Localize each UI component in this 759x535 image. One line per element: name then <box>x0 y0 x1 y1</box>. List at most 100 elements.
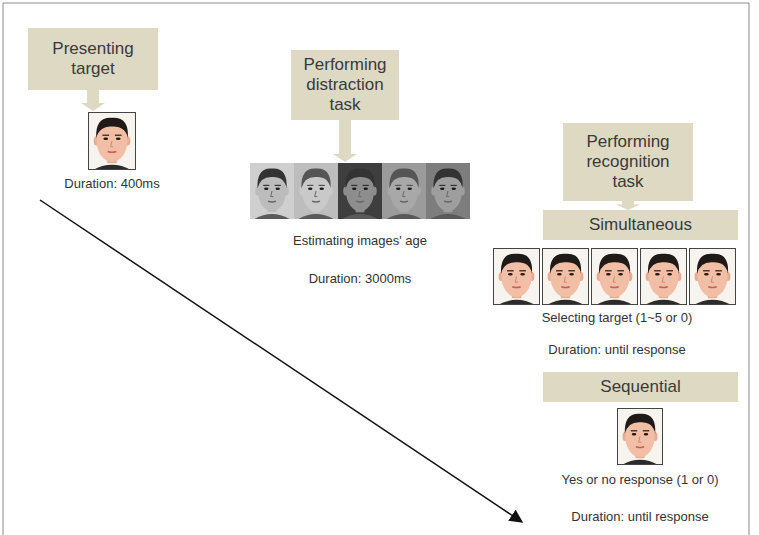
eye <box>440 188 444 190</box>
hair <box>648 254 679 274</box>
nose <box>613 277 616 283</box>
eyebrow <box>654 270 661 271</box>
hair <box>599 254 630 274</box>
node-label: Sequential <box>600 377 680 397</box>
face-photo <box>640 248 687 305</box>
eyebrow <box>519 270 526 271</box>
hair <box>345 169 374 189</box>
duration-note: Duration: 3000ms <box>309 271 412 287</box>
photo-frame <box>89 113 136 170</box>
eyebrow <box>666 270 673 271</box>
shirt <box>430 214 465 219</box>
photo-background <box>382 163 426 219</box>
task-note: Yes or no response (1 or 0) <box>561 472 718 488</box>
nose <box>359 191 362 197</box>
hair <box>697 254 728 274</box>
eye <box>264 188 268 190</box>
eye <box>116 137 121 140</box>
shirt <box>254 214 289 219</box>
mouth <box>512 286 520 288</box>
condition-band: Simultaneous <box>543 210 738 240</box>
eyebrow <box>307 185 313 186</box>
eyebrow <box>395 185 401 186</box>
nose <box>447 191 450 197</box>
eyebrow <box>715 270 722 271</box>
eyebrow <box>451 185 457 186</box>
eyebrow <box>439 185 445 186</box>
eyebrow <box>568 270 575 271</box>
eye <box>452 188 456 190</box>
step-box: Performing distraction task <box>291 50 399 120</box>
photo-background <box>591 248 638 305</box>
down-arrow <box>616 201 640 210</box>
face-photo <box>617 408 663 465</box>
hair <box>96 118 128 138</box>
eye <box>276 188 280 190</box>
photo-frame <box>494 249 540 305</box>
photo-frame <box>618 409 663 465</box>
eye <box>606 273 611 276</box>
hair <box>433 169 462 189</box>
nose <box>111 141 114 147</box>
nose <box>315 191 318 197</box>
mouth <box>108 151 117 153</box>
photo-background <box>617 408 663 465</box>
nose <box>403 191 406 197</box>
eyebrow <box>263 185 269 186</box>
mouth <box>312 200 320 202</box>
eyebrow <box>275 185 281 186</box>
eyebrow <box>351 185 357 186</box>
photo-background <box>493 248 540 305</box>
eye <box>408 188 412 190</box>
nose <box>711 277 714 283</box>
eyebrow <box>407 185 413 186</box>
eyebrow <box>643 430 649 431</box>
eye <box>308 188 312 190</box>
mouth <box>444 200 452 202</box>
shirt <box>298 214 333 219</box>
photo-background <box>426 163 470 219</box>
shirt <box>342 214 377 219</box>
eye <box>655 273 660 276</box>
face-photo <box>382 163 426 219</box>
mouth <box>708 286 716 288</box>
face-photo <box>338 163 382 219</box>
eyebrow <box>556 270 563 271</box>
duration-note: Duration: 400ms <box>64 176 159 192</box>
eye <box>569 273 574 276</box>
face-photo <box>426 163 470 219</box>
face-photo <box>493 248 540 305</box>
duration-note: Duration: until response <box>548 342 685 358</box>
photo-background <box>542 248 589 305</box>
down-arrow <box>81 90 105 111</box>
mouth <box>659 286 667 288</box>
photo-frame <box>543 249 589 305</box>
eye <box>520 273 525 276</box>
mouth <box>610 286 618 288</box>
eye <box>716 273 721 276</box>
hair <box>501 254 532 274</box>
mouth <box>561 286 569 288</box>
eyebrow <box>631 430 637 431</box>
face-photo <box>250 163 294 219</box>
task-note: Estimating images' age <box>293 233 427 249</box>
photo-background <box>88 112 136 170</box>
eyebrow <box>617 270 624 271</box>
photo-background <box>250 163 294 219</box>
eyebrow <box>115 135 122 136</box>
face-photo <box>88 112 136 170</box>
hair <box>389 169 418 189</box>
eye <box>508 273 513 276</box>
photo-background <box>338 163 382 219</box>
eye <box>644 433 649 436</box>
task-note: Selecting target (1~5 or 0) <box>542 310 693 326</box>
photo-background <box>640 248 687 305</box>
eye <box>632 433 637 436</box>
photo-background <box>294 163 338 219</box>
shirt <box>386 214 421 219</box>
eye <box>557 273 562 276</box>
eyebrow <box>507 270 514 271</box>
mouth <box>356 200 364 202</box>
eyebrow <box>703 270 710 271</box>
photo-frame <box>690 249 736 305</box>
